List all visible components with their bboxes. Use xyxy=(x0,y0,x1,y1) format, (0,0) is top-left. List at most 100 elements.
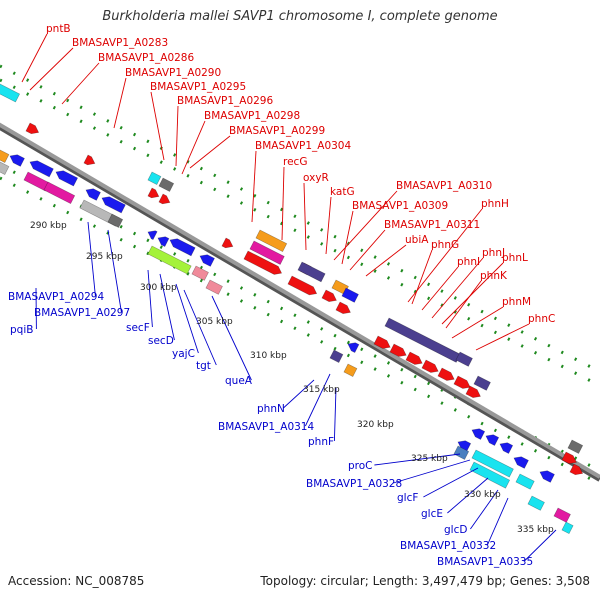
reverse-gene-label: queA xyxy=(225,375,253,387)
reverse-label-leader xyxy=(447,477,489,514)
forward-label-leader xyxy=(411,249,433,305)
reverse-label-leader xyxy=(211,295,252,381)
reverse-label-leader xyxy=(393,459,471,484)
gene-feature xyxy=(437,367,455,381)
reverse-label-leader xyxy=(159,273,175,341)
forward-label-leader xyxy=(421,266,459,311)
gene-feature xyxy=(107,213,124,228)
reverse-label-leader xyxy=(374,453,461,466)
reverse-gene-label: glcD xyxy=(444,524,467,536)
gene-feature xyxy=(158,193,171,205)
gene-feature xyxy=(147,230,158,241)
reverse-label-leader xyxy=(304,373,331,427)
forward-label-leader xyxy=(21,33,48,83)
gene-feature xyxy=(25,122,40,135)
gene-feature xyxy=(343,363,358,377)
forward-label-leader xyxy=(150,91,165,161)
kbp-label: 335 kbp xyxy=(517,525,554,535)
gene-feature xyxy=(43,181,76,205)
reverse-label-leader xyxy=(470,489,499,530)
gene-feature xyxy=(561,451,577,464)
reverse-gene-label: BMASAVP1_A0297 xyxy=(34,307,130,319)
gene-feature xyxy=(329,349,344,363)
forward-label-leader xyxy=(407,208,483,303)
forward-gene-label: phnL xyxy=(502,252,528,264)
reverse-gene-label: phnF xyxy=(308,436,334,448)
forward-label-leader xyxy=(333,190,398,261)
gene-feature xyxy=(453,375,471,389)
gene-feature xyxy=(55,170,79,187)
forward-gene-label: BMASAVP1_A0299 xyxy=(229,125,325,137)
gene-feature xyxy=(485,434,500,446)
gene-feature xyxy=(147,171,162,185)
kbp-label: 310 kbp xyxy=(250,351,287,361)
gene-feature xyxy=(0,161,10,175)
reverse-label-leader xyxy=(333,387,337,442)
gene-feature xyxy=(539,470,555,483)
forward-label-leader xyxy=(431,257,484,319)
reverse-gene-label: phnN xyxy=(257,403,285,415)
forward-label-leader xyxy=(325,196,332,255)
gene-feature xyxy=(513,456,529,469)
kbp-label: 325 kbp xyxy=(411,454,448,464)
gene-feature xyxy=(158,177,175,192)
gene-feature xyxy=(347,342,360,353)
gene-feature xyxy=(455,351,473,367)
forward-label-leader xyxy=(175,105,179,167)
reverse-gene-label: BMASAVP1_A0314 xyxy=(218,421,314,433)
reverse-gene-label: proC xyxy=(348,460,373,472)
forward-gene-label: ubiA xyxy=(405,234,429,246)
gene-feature xyxy=(465,385,481,398)
gene-feature xyxy=(471,428,486,440)
forward-label-leader xyxy=(303,182,307,251)
gene-labels-layer: pntBBMASAVP1_A0283BMASAVP1_A0286BMASAVP1… xyxy=(8,23,555,568)
gene-feature xyxy=(389,343,407,357)
gene-feature xyxy=(243,250,283,275)
map-title: Burkholderia mallei SAVP1 chromosome I, … xyxy=(102,9,498,24)
gene-feature xyxy=(0,83,21,103)
gene-feature xyxy=(469,461,511,489)
forward-label-leader xyxy=(251,150,257,223)
forward-gene-label: BMASAVP1_A0309 xyxy=(352,200,448,212)
gene-feature xyxy=(147,245,192,275)
gene-feature xyxy=(221,237,234,249)
forward-gene-label: BMASAVP1_A0296 xyxy=(177,95,273,107)
reverse-gene-label: tgt xyxy=(196,360,211,372)
gene-feature xyxy=(515,473,535,490)
gene-feature xyxy=(191,265,209,281)
forward-gene-label: BMASAVP1_A0290 xyxy=(125,67,221,79)
forward-gene-label: BMASAVP1_A0295 xyxy=(150,81,246,93)
forward-label-leader xyxy=(445,280,482,329)
reverse-label-leader xyxy=(107,229,122,313)
gene-feature xyxy=(373,335,391,349)
forward-gene-label: BMASAVP1_A0298 xyxy=(204,110,300,122)
forward-label-leader xyxy=(61,62,100,105)
forward-gene-label: oxyR xyxy=(303,172,329,184)
gene-feature xyxy=(205,279,223,295)
kbp-label: 305 kbp xyxy=(196,317,233,327)
gene-feature xyxy=(321,289,337,302)
forward-label-leader xyxy=(341,210,354,265)
reverse-gene-label: BMASAVP1_A0335 xyxy=(437,556,533,568)
reverse-label-leader xyxy=(524,529,557,562)
reverse-gene-label: glcE xyxy=(421,508,443,520)
forward-gene-label: phnH xyxy=(481,198,509,210)
forward-gene-label: BMASAVP1_A0283 xyxy=(72,37,168,49)
reverse-label-leader xyxy=(283,379,315,409)
forward-gene-label: phnC xyxy=(528,313,555,325)
reverse-label-leader xyxy=(183,289,217,366)
gene-feature xyxy=(471,449,514,478)
gene-feature xyxy=(255,229,288,253)
reverse-label-leader xyxy=(175,283,199,354)
kbp-label: 295 kbp xyxy=(86,252,123,262)
gene-feature xyxy=(199,254,215,267)
gene-features-layer xyxy=(0,83,584,535)
reverse-gene-label: glcF xyxy=(397,492,418,504)
gene-feature xyxy=(85,188,101,201)
forward-gene-label: phnI xyxy=(457,256,480,268)
gene-feature xyxy=(335,301,351,314)
label-leaders-layer xyxy=(21,33,557,562)
kbp-label: 330 kbp xyxy=(464,490,501,500)
